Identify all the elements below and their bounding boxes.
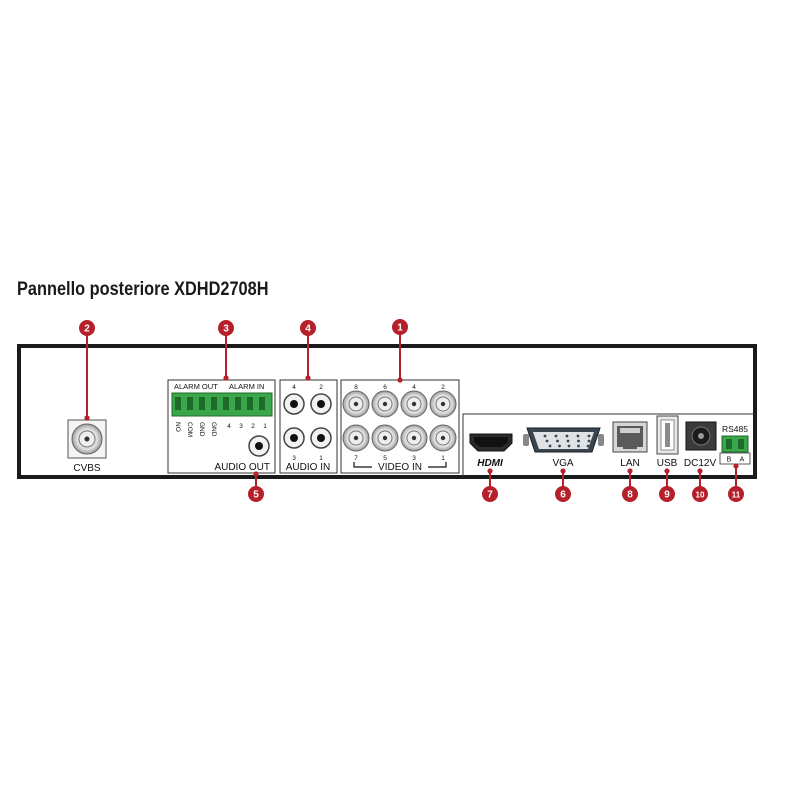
video-in-num: 4: [412, 384, 416, 391]
callout-number: 10: [696, 491, 705, 500]
callout-number: 8: [627, 490, 633, 501]
alarm-in-label: ALARM IN: [229, 382, 264, 391]
callout-number: 11: [732, 491, 741, 500]
dc-power-jack: [685, 421, 717, 451]
audio-in-jacks: [283, 393, 332, 449]
terminal-gnd2-label: GND: [210, 422, 217, 437]
cvbs-label: CVBS: [73, 463, 101, 474]
video-in-num: 3: [412, 455, 416, 462]
callout-number: 4: [305, 324, 311, 335]
video-in-num: 6: [383, 384, 387, 391]
bnc-connector: [371, 390, 399, 418]
video-in-label: VIDEO IN: [378, 462, 422, 473]
terminal-1-label: 1: [263, 423, 267, 430]
alarm-terminal-block: [171, 392, 273, 417]
audio-in-label: AUDIO IN: [286, 462, 330, 473]
video-in-num: 2: [441, 384, 445, 391]
video-in-num: 7: [354, 455, 358, 462]
hdmi-label: HDMI: [477, 458, 503, 469]
rs485-pin-box: [719, 452, 751, 465]
terminal-2-label: 2: [251, 423, 255, 430]
audio-in-num: 4: [292, 384, 296, 391]
callout-number: 6: [560, 490, 566, 501]
callout-number: 5: [253, 490, 259, 501]
terminal-4-label: 4: [227, 423, 231, 430]
bnc-connector: [342, 424, 370, 452]
lan-port: [612, 421, 648, 453]
output-section-outline: [462, 413, 755, 477]
audio-out-jack: [248, 435, 270, 457]
audio-in-num: 1: [319, 455, 323, 462]
callout-11: 11: [728, 463, 744, 502]
callout-3: 3: [218, 320, 234, 381]
video-in-num: 8: [354, 384, 358, 391]
vga-label: VGA: [552, 458, 573, 469]
callout-2: 2: [79, 320, 95, 421]
callout-1: 1: [392, 319, 408, 383]
audio-out-label: AUDIO OUT: [214, 462, 270, 473]
callout-6: 6: [555, 468, 571, 502]
terminal-gnd1-label: GND: [198, 422, 205, 437]
callout-5: 5: [248, 471, 264, 502]
video-in-bnc-connectors: [342, 390, 457, 452]
terminal-no-label: NO: [174, 422, 181, 432]
rs485-label: RS485: [722, 424, 748, 434]
rs485-terminal: [721, 435, 749, 453]
video-in-bracket: [353, 462, 447, 468]
video-in-num: 1: [441, 455, 445, 462]
bnc-connector: [429, 424, 457, 452]
callout-7: 7: [482, 468, 498, 502]
audio-in-block: [279, 379, 338, 474]
bnc-connector: [371, 424, 399, 452]
terminal-com-label: COM: [186, 422, 193, 437]
hdmi-port: [469, 433, 513, 452]
usb-port: [656, 415, 679, 455]
bnc-connector: [400, 424, 428, 452]
callout-number: 1: [397, 323, 403, 334]
callout-9: 9: [659, 468, 675, 502]
callout-4: 4: [300, 320, 316, 381]
callout-number: 3: [223, 324, 229, 335]
cvbs-connector: [67, 419, 107, 459]
callout-8: 8: [622, 468, 638, 502]
audio-in-num: 3: [292, 455, 296, 462]
rs485-b-label: B: [727, 457, 732, 464]
lan-label: LAN: [620, 458, 639, 469]
bnc-connector: [342, 390, 370, 418]
bnc-connector: [429, 390, 457, 418]
callout-10: 10: [692, 468, 708, 502]
alarm-out-label: ALARM OUT: [174, 382, 218, 391]
callout-number: 7: [487, 490, 493, 501]
vga-port: [523, 427, 604, 453]
usb-label: USB: [657, 458, 678, 469]
terminal-3-label: 3: [239, 423, 243, 430]
dc12v-label: DC12V: [684, 458, 717, 469]
audio-in-num: 2: [319, 384, 323, 391]
callout-number: 2: [84, 324, 90, 335]
rs485-a-label: A: [740, 457, 745, 464]
callout-number: 9: [664, 490, 670, 501]
figure-title: Pannello posteriore XDHD2708H: [17, 279, 269, 300]
video-in-num: 5: [383, 455, 387, 462]
bnc-connector: [400, 390, 428, 418]
